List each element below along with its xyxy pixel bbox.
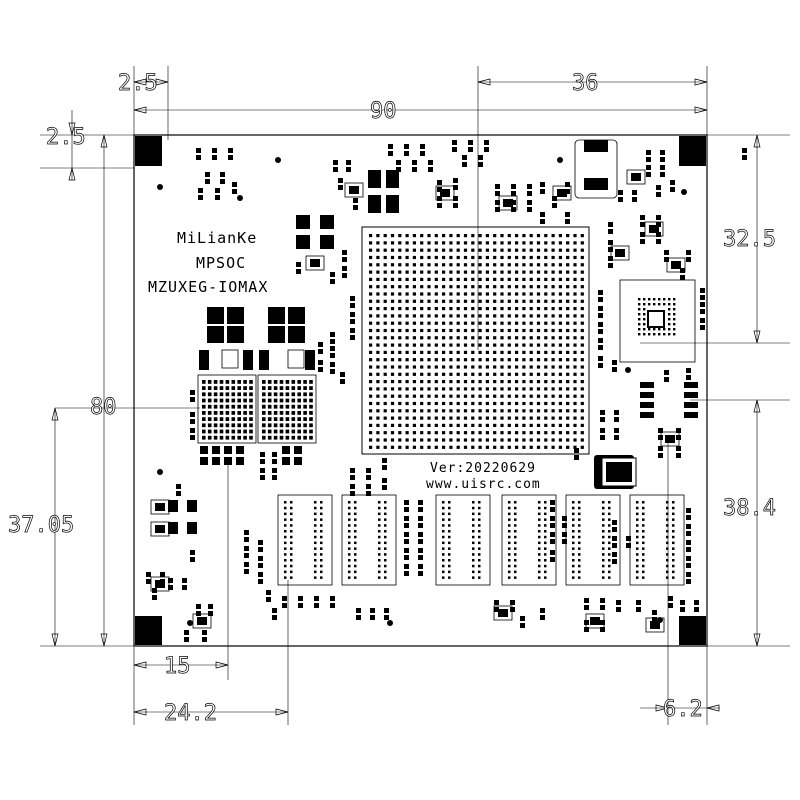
mount-pad-top-right — [679, 136, 706, 166]
ddr-bga-right — [257, 374, 317, 444]
qfn-chip-core — [606, 462, 632, 482]
dim-top-right: 36 — [572, 71, 599, 96]
dim-left-offset: 2.5 — [46, 125, 86, 150]
soc-bga-outline — [361, 226, 590, 455]
dim-top-offset: 2.5 — [118, 71, 158, 96]
mount-pad-bottom-left — [135, 616, 162, 645]
board-outline — [133, 134, 708, 647]
ddr-bga-left — [197, 374, 257, 444]
silk-website: www.uisrc.com — [426, 477, 541, 492]
silk-brand: MiLianKe — [177, 229, 257, 247]
soc-bga-balls — [369, 234, 584, 449]
dimension-arrows — [51, 78, 761, 716]
silk-family: MPSOC — [196, 254, 246, 272]
mount-pad-top-left — [135, 136, 162, 166]
board-connectors — [277, 494, 685, 586]
dim-total-width: 90 — [370, 99, 397, 124]
dim-bottom-left: 15 — [164, 654, 191, 679]
mount-pad-bottom-right — [679, 616, 706, 645]
ddr-bga-balls — [200, 380, 313, 465]
crystal-pad-bottom — [584, 178, 608, 190]
emmc-center-mark — [647, 310, 665, 328]
dim-right-upper: 32.5 — [723, 227, 776, 252]
silk-model: MZUXEG-IOMAX — [148, 278, 268, 296]
silk-version: Ver:20220629 — [430, 461, 536, 476]
emmc-bga-balls — [638, 298, 676, 336]
fiducials — [157, 157, 687, 626]
dim-bottom-mid: 24.2 — [164, 701, 217, 726]
smd-components — [146, 140, 747, 642]
emmc-bga-outline — [619, 279, 696, 363]
dim-left-lower: 37.05 — [8, 513, 74, 538]
crystal-pad-top — [584, 140, 608, 152]
dim-right-lower: 38.4 — [723, 496, 776, 521]
dim-total-height: 80 — [90, 395, 117, 420]
dim-bottom-right: 6.2 — [663, 697, 703, 722]
